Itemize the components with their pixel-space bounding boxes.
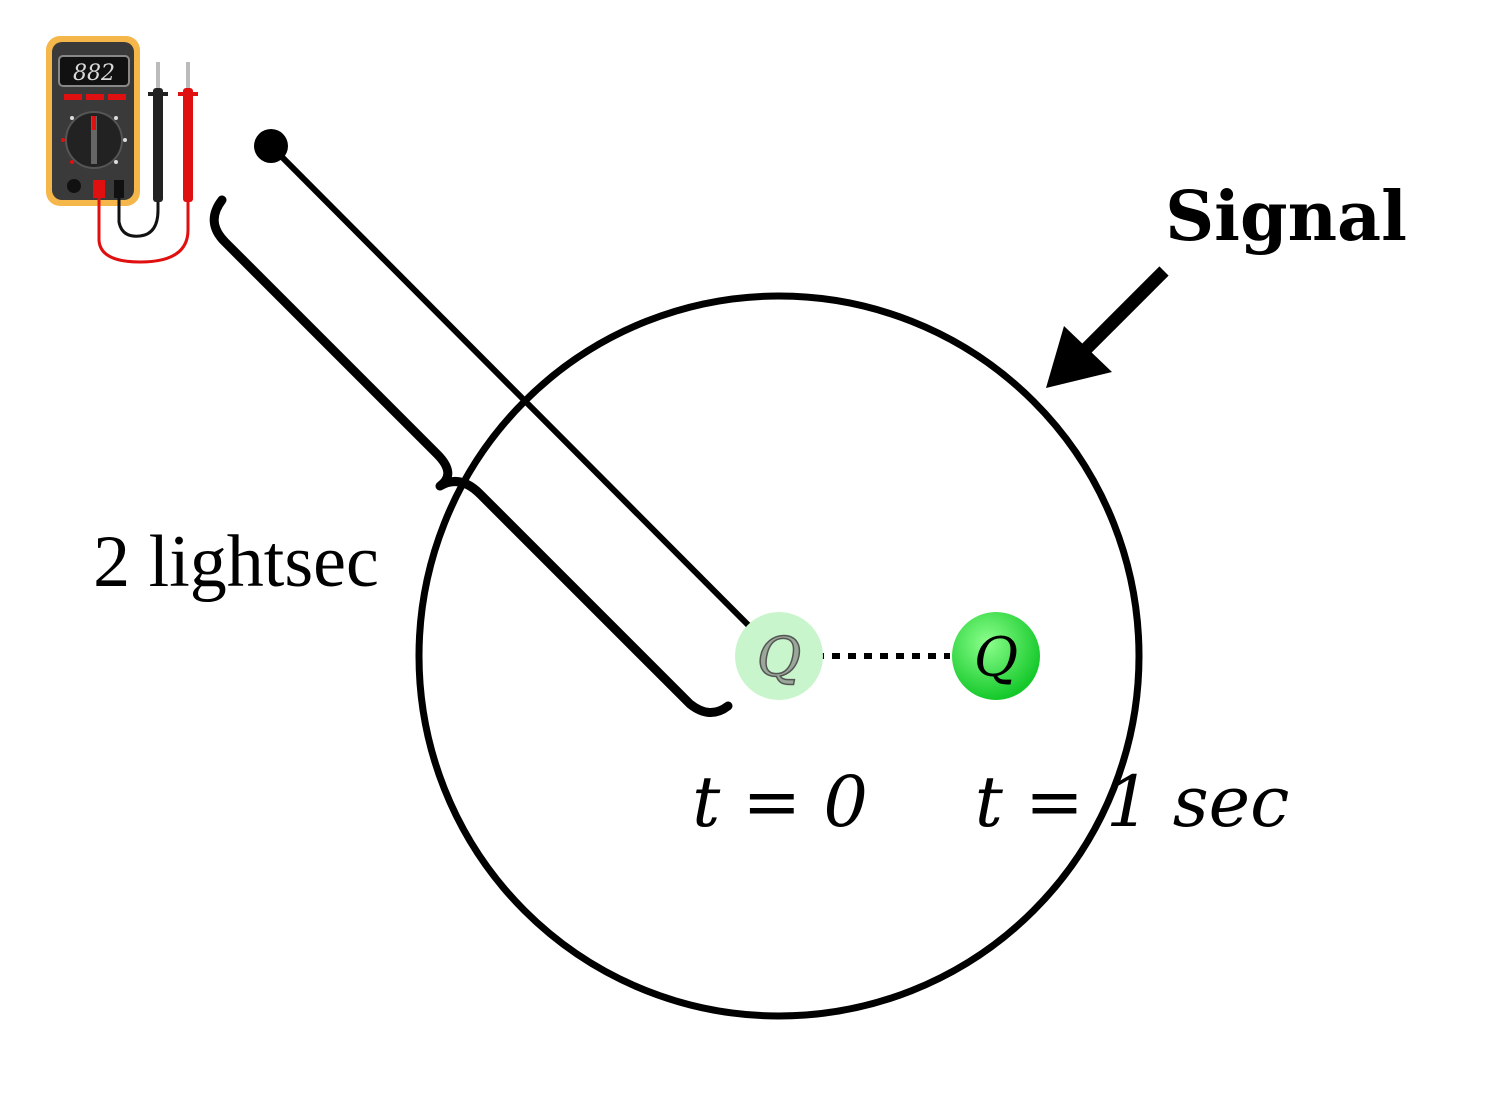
multimeter-display: 882 (73, 61, 115, 86)
charge-start-label: Q (757, 626, 801, 689)
signal-wavefront-circle (415, 292, 1143, 1020)
distance-label: 2 lightsec (93, 521, 379, 603)
detector-point (254, 129, 288, 163)
signal-label: Signal (1165, 177, 1407, 257)
multimeter-icon: 882 (46, 36, 198, 264)
arrow-icon (1046, 266, 1169, 388)
charge-start: Q (735, 612, 823, 700)
charge-end: Q (952, 612, 1040, 700)
time-end-label: t = 1 sec (975, 761, 1290, 843)
charge-end-label: Q (974, 626, 1018, 689)
time-start-label: t = 0 (692, 761, 868, 843)
distance-brace (209, 195, 733, 717)
sight-line (268, 143, 782, 659)
